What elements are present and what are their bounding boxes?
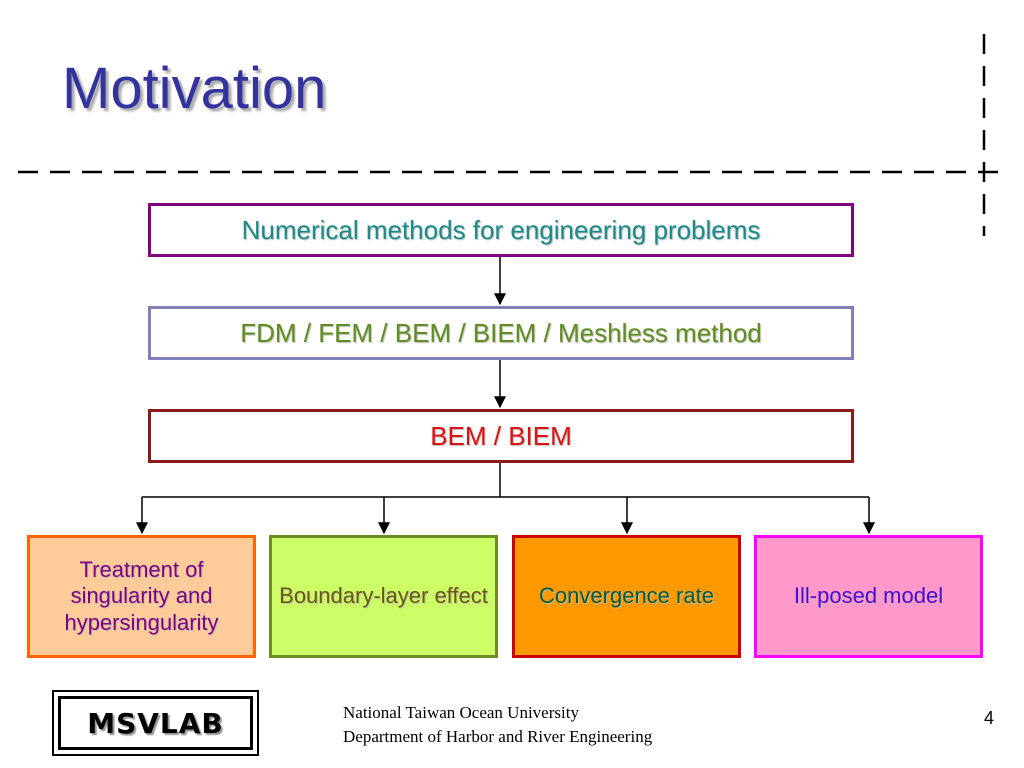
numerical-methods-box: Numerical methods for engineering proble…	[148, 203, 854, 257]
msvlab-logo-text: MSVLAB	[58, 696, 253, 750]
singularity-box: Treatment of singularity and hypersingul…	[27, 535, 256, 658]
bem-biem-box: BEM / BIEM	[148, 409, 854, 463]
footer-department: Department of Harbor and River Engineeri…	[343, 727, 653, 746]
footer-affiliation: National Taiwan Ocean University Departm…	[343, 701, 652, 749]
page-number: 4	[984, 708, 995, 728]
footer-university: National Taiwan Ocean University	[343, 703, 579, 722]
singularity-label: Treatment of singularity and hypersingul…	[64, 556, 219, 635]
convergence-rate-label: Convergence rate	[539, 583, 714, 609]
methods-list-label: FDM / FEM / BEM / BIEM / Meshless method	[240, 317, 762, 348]
methods-list-box: FDM / FEM / BEM / BIEM / Meshless method	[148, 306, 854, 360]
bem-biem-label: BEM / BIEM	[430, 420, 572, 451]
ill-posed-model-box: Ill-posed model	[754, 535, 983, 658]
boundary-layer-box: Boundary-layer effect	[269, 535, 498, 658]
slide-title: Motivation	[62, 56, 327, 121]
numerical-methods-label: Numerical methods for engineering proble…	[241, 214, 761, 245]
ill-posed-model-label: Ill-posed model	[793, 583, 944, 609]
msvlab-logo: MSVLAB	[52, 690, 259, 756]
convergence-rate-box: Convergence rate	[512, 535, 741, 658]
boundary-layer-label: Boundary-layer effect	[279, 583, 488, 609]
